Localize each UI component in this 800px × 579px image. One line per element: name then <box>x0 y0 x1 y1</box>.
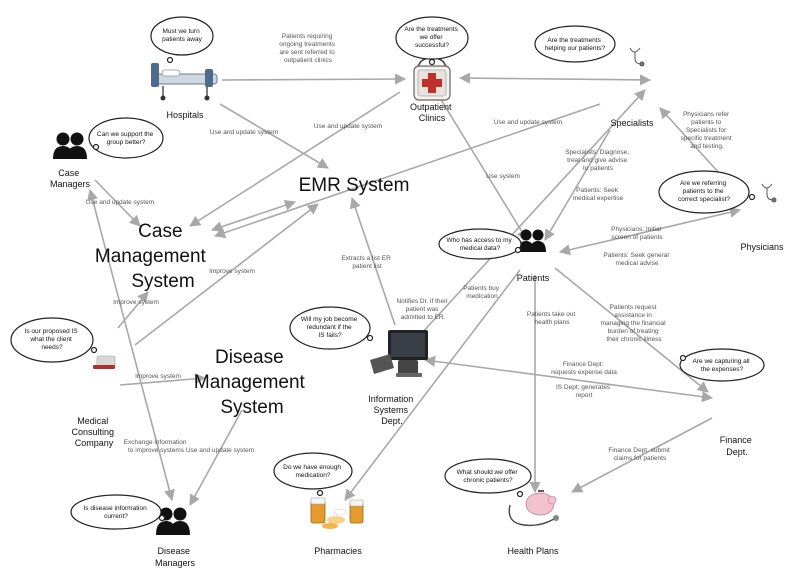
piggy-bank-icon <box>508 490 559 527</box>
label-physicians-refer: Physicians refer patients to Specialists… <box>681 111 734 150</box>
edge-finance-healthplans <box>571 417 713 493</box>
emr-system-title: EMR System <box>299 175 410 196</box>
label-patients-buy: Patients buy medication <box>463 285 501 300</box>
label-patients-request: Patients request assistance in managing … <box>601 304 668 343</box>
label-casemgr-use-update: Use and update system <box>86 199 154 206</box>
label-outpatient-clinics: Outpatient Clinics <box>410 102 454 123</box>
label-improve-system-2: Improve system <box>113 299 159 306</box>
label-notifies-dr: Notifies Dr. if their patient was admitt… <box>396 298 449 321</box>
label-case-managers: Case Managers <box>50 168 91 189</box>
label-specialists-diagnose: Specialists: Diagnose, treat and give ad… <box>565 149 631 172</box>
svg-text:Are the treatments we of: Are the treatments we offer successful? <box>404 26 459 49</box>
svg-text:Are we referring patient: Are we referring patients to the correct… <box>678 180 730 203</box>
label-exchange-info: Exchange information to improve systems <box>124 439 189 454</box>
label-outpatient-use-update: Use and update system <box>314 123 382 130</box>
label-improve-system-3: Improve system <box>135 373 181 380</box>
svg-text:Is disease information c: Is disease information current? <box>83 505 148 520</box>
label-is-generates: IS Dept: generates report <box>556 384 612 399</box>
svg-text:Will my job become redun: Will my job become redundant if the IS f… <box>301 316 359 339</box>
label-patients-seek-general: Patients: Seek general medical advise <box>603 252 670 267</box>
label-extracts-list: Extracts a list ER patient list <box>341 255 392 270</box>
thought-bubble-finance: Are we capturing all the expenses? <box>679 348 765 382</box>
edge-is-specialists <box>419 89 646 336</box>
edge-labels: Patients requiring ongoing treatments ar… <box>86 33 734 462</box>
thought-bubble-case-managers: Can we support the group better? <box>88 117 164 159</box>
edge-casemanagers-diseasemanagers <box>87 188 175 502</box>
label-information-systems: Information Systems Dept. <box>368 394 416 426</box>
label-finance-submit: Finance Dept. submit claims for patients <box>608 447 671 462</box>
edge-casemgmt-emr <box>210 199 297 233</box>
people-icon <box>518 229 546 252</box>
label-finance-requests: Finance Dept: requests expense data <box>551 361 617 376</box>
svg-text:Are the treatments helpi: Are the treatments helping our patients? <box>545 37 606 52</box>
label-health-plans: Health Plans <box>507 546 559 556</box>
thought-bubble-patients: Who has access to my medical data? <box>438 228 522 260</box>
label-specialists: Specialists <box>610 118 654 128</box>
stethoscope-icon <box>761 183 777 203</box>
label-disease-managers: Disease Managers <box>155 546 196 568</box>
disease-management-system-title: Disease Management System <box>194 347 310 418</box>
edge-outpatient-casemgmt <box>189 91 401 227</box>
label-hospitals: Hospitals <box>166 110 204 120</box>
label-improve-system-1: Improve system <box>209 268 255 275</box>
edge-outpatient-specialists <box>458 72 652 86</box>
edge-physicians-patients <box>558 206 742 256</box>
label-hosp-outpatient: Patients requiring ongoing treatments ar… <box>279 33 336 64</box>
svg-text:Are we capturing all the: Are we capturing all the expenses? <box>693 358 752 373</box>
connection-lines <box>87 72 742 506</box>
label-physicians-initial: Physicians: Initial screen of patients <box>611 226 663 241</box>
thought-bubble-outpatient: Are the treatments we offer successful? <box>395 16 469 66</box>
edge-hospitals-emr <box>219 103 329 169</box>
thought-bubble-pharmacies: Do we have enough medication? <box>273 452 353 497</box>
label-patients-take-out: Patients take out health plans <box>527 311 577 326</box>
svg-text:Can we support the group: Can we support the group better? <box>97 131 155 146</box>
pills-icon <box>310 497 364 529</box>
label-pharmacies: Pharmacies <box>314 546 362 556</box>
computer-icon <box>370 330 428 377</box>
label-hosp-use-update: Use and update system <box>210 129 278 136</box>
thought-bubble-is-dept: Will my job become redundant if the IS f… <box>289 306 374 350</box>
svg-text:Who has access to my med: Who has access to my medical data? <box>446 237 513 252</box>
svg-text:Must we turn patients aw: Must we turn patients away <box>162 28 202 43</box>
label-patients: Patients <box>517 273 550 283</box>
hospital-bed-icon <box>151 63 218 101</box>
thought-bubble-health-plans: What should we offer chronic patients? <box>444 458 532 498</box>
label-physicians: Physicians <box>740 242 784 252</box>
edge-specialists-patients <box>544 129 611 241</box>
edge-is-emr <box>349 196 396 326</box>
thought-bubble-disease-managers: Is disease information current? <box>70 494 166 530</box>
label-dm-use-update: Use and update system <box>186 447 254 454</box>
people-icon <box>156 507 190 535</box>
stethoscope-icon <box>629 47 645 67</box>
thought-bubble-consulting: Is our proposed IS what the client needs… <box>10 317 98 363</box>
thought-bubble-hospitals: Must we turn patients away <box>150 16 214 64</box>
edge-hospitals-outpatient <box>221 73 407 85</box>
edge-dm-diseasemanagers <box>189 409 243 506</box>
label-outpatient-use-system: Use system <box>486 173 520 180</box>
label-medical-consulting: Medical Consulting Company <box>71 416 116 448</box>
consulting-icon <box>93 355 116 369</box>
edge-finance-is <box>423 355 714 403</box>
label-patients-seek-expertise: Patients: Seek medical expertise <box>573 187 624 202</box>
svg-text:Do we have enough medica: Do we have enough medication? <box>283 464 343 479</box>
thought-bubble-physicians: Are we referring patients to the correct… <box>658 170 756 214</box>
label-specialists-use-update: Use and update system <box>494 119 562 126</box>
svg-text:What should we offer chr: What should we offer chronic patients? <box>457 469 520 484</box>
people-icon <box>53 132 87 159</box>
case-management-system-title: Case Management System <box>95 221 211 292</box>
entity-labels: Hospitals Outpatient Clinics Specialists… <box>50 102 784 568</box>
edge-outpatient-patients <box>439 97 528 241</box>
thought-bubble-specialists: Are the treatments helping our patients? <box>534 25 616 63</box>
label-finance: Finance Dept. <box>720 435 755 457</box>
svg-text:Is our proposed IS what: Is our proposed IS what the client needs… <box>25 328 80 351</box>
